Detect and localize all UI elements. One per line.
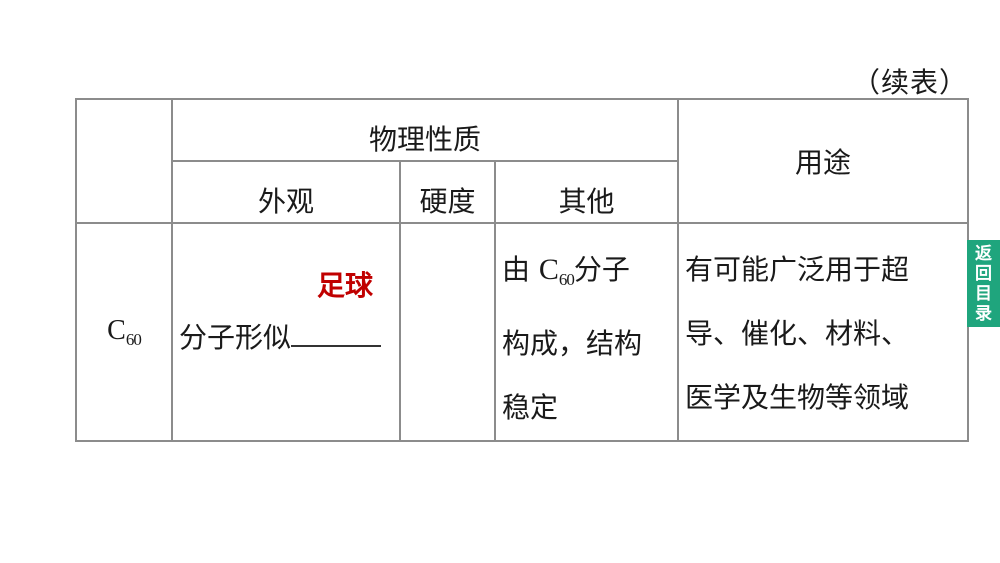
appearance-header: 外观	[171, 160, 401, 224]
continued-table-label: （续表）	[852, 66, 969, 99]
back-char: 目	[975, 283, 992, 304]
appearance-label: 外观	[257, 185, 314, 218]
back-char: 回	[975, 263, 992, 284]
uses-header: 用途	[677, 98, 969, 224]
back-char: 返	[975, 243, 992, 264]
substance-header-cell	[75, 98, 173, 224]
formula-inline: C60	[538, 253, 575, 289]
uses-line: 有可能广泛用于超	[685, 253, 910, 286]
table-row: C60 足球 分子形似 由 C60分子 构成，结构 稳定 有可能广泛用于超 导、…	[75, 222, 969, 442]
hardness-header: 硬度	[399, 160, 496, 224]
physical-properties-label: 物理性质	[368, 123, 481, 156]
other-line: 由 C60分子	[502, 238, 677, 312]
uses-cell: 有可能广泛用于超 导、催化、材料、 医学及生物等领域	[677, 222, 969, 442]
back-char: 录	[975, 303, 992, 324]
other-line: 构成，结构	[502, 327, 643, 360]
substance-cell: C60	[75, 222, 173, 442]
formula-subscript: 60	[558, 270, 575, 289]
appearance-question: 分子形似	[179, 316, 382, 356]
answer-blank[interactable]	[291, 321, 382, 347]
other-header: 其他	[494, 160, 679, 224]
other-cell: 由 C60分子 构成，结构 稳定	[494, 222, 679, 442]
formula-subscript: 60	[125, 329, 142, 349]
hardness-label: 硬度	[419, 185, 476, 218]
uses-label: 用途	[794, 146, 851, 179]
question-stem: 分子形似	[179, 321, 292, 354]
uses-line: 导、催化、材料、	[685, 317, 910, 350]
other-line-post: 分子	[573, 253, 630, 286]
hardness-cell	[399, 222, 496, 442]
answer-text: 足球	[317, 269, 374, 302]
appearance-cell: 足球 分子形似	[171, 222, 401, 442]
back-to-contents-button[interactable]: 返 回 目 录	[967, 240, 1000, 327]
other-label: 其他	[558, 185, 615, 218]
other-line: 稳定	[502, 391, 559, 424]
physical-properties-header: 物理性质	[171, 98, 679, 162]
formula-base: C	[538, 253, 559, 286]
uses-line: 医学及生物等领域	[685, 381, 910, 414]
formula-base: C	[107, 314, 126, 346]
other-line-pre: 由	[502, 253, 539, 286]
carbon-properties-table: 物理性质 用途 外观 硬度 其他 C60 足球 分子形似 由 C60分子 构成，…	[75, 98, 969, 442]
